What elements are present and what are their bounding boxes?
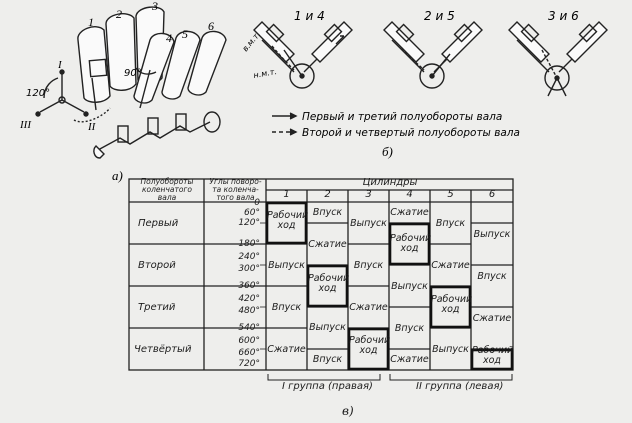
table-grid	[128, 178, 514, 371]
power-box-c2	[306, 264, 349, 308]
phase-c1-2: Выпуск	[268, 260, 305, 271]
angle-v-label: 90°	[124, 68, 142, 79]
cyl-header-6: 6	[488, 189, 496, 200]
angle-240: 240°	[238, 252, 260, 262]
cyl-header-5: 5	[447, 189, 454, 200]
power-box-c1	[265, 201, 308, 245]
header-half-rev-line1: Полуобороты	[140, 177, 194, 186]
power-box-c3	[347, 327, 390, 371]
bank-label-2: II	[87, 121, 97, 133]
cyl-header-2: 2	[324, 189, 331, 200]
angle-660: 660°	[238, 348, 260, 358]
phase-c6-2: Впуск	[477, 271, 507, 282]
caption-b: б)	[382, 144, 393, 159]
period-4: Четвёртый	[134, 344, 192, 355]
header-half-rev-line3: вала	[157, 193, 177, 202]
phase-c4-4: Впуск	[394, 323, 425, 334]
angle-180: 180°	[238, 239, 260, 249]
pair-3-6-diagram	[508, 21, 608, 97]
pair-label-2: 2 и 5	[424, 9, 455, 23]
cyl-header-1: 1	[283, 189, 290, 200]
phase-c1-3: Впуск	[271, 302, 302, 313]
group-right-label: II группа (левая)	[416, 381, 504, 392]
cyl-num-2: 2	[116, 7, 122, 21]
cyl-num-3: 3	[151, 0, 158, 13]
pair-label-1: 1 и 4	[294, 9, 325, 23]
phase-c3-1: Выпуск	[350, 218, 387, 229]
angle-480: 480°	[238, 306, 260, 316]
phase-c3-2: Впуск	[353, 260, 384, 271]
firing-order-table: Полуобороты коленчатого вала Углы поворо…	[128, 178, 514, 371]
bdc-label: н.м.т.	[253, 67, 278, 80]
period-3: Третий	[138, 302, 176, 313]
angle-600: 600°	[238, 336, 260, 346]
angle-420: 420°	[238, 294, 260, 304]
phase-c5-4: Выпуск	[432, 344, 469, 355]
phase-c2-3: Рабочий ход	[308, 273, 350, 294]
bank-label-1: I	[57, 59, 63, 71]
period-2: Второй	[138, 260, 176, 271]
piston-pair-diagrams: 1 и 4 2 и 5 3 и 6 в.м.т. н.м.т. Первый и…	[232, 0, 632, 160]
pair-1-4-diagram	[253, 21, 353, 89]
phase-c5-1: Впуск	[435, 218, 466, 229]
angle-720: 720°	[238, 359, 260, 369]
power-box-c6	[470, 348, 514, 371]
power-box-c4	[388, 222, 431, 266]
phase-c3-3: Сжатие	[349, 302, 388, 313]
cyl-header-4: 4	[406, 189, 413, 200]
angle-300: 300°	[238, 264, 260, 274]
bank-label-3: III	[19, 119, 32, 131]
header-cylinders: Цилиндры	[362, 177, 418, 188]
phase-c4-1: Сжатие	[390, 207, 429, 218]
caption-v: в)	[342, 404, 354, 418]
engine-perspective-svg: 1 2 3 4 5 6 I II III 90° 120° а)	[19, 0, 227, 183]
phase-c1-4: Сжатие	[267, 344, 306, 355]
cyl-num-5: 5	[182, 27, 188, 41]
phase-c2-2: Сжатие	[308, 239, 347, 250]
phase-c6-3: Сжатие	[472, 313, 512, 324]
phase-c1-1: Рабочий ход	[267, 210, 309, 231]
cyl-num-4: 4	[166, 31, 172, 45]
phase-c5-2: Сжатие	[431, 260, 470, 271]
header-half-rev-line2: коленчатого	[142, 185, 192, 194]
phase-c2-5: Впуск	[312, 354, 343, 365]
legend-solid-text: Первый и третий полуобороты вала	[302, 111, 502, 123]
power-box-c5	[429, 285, 472, 329]
header-angles-line3: того вала	[216, 193, 255, 202]
phase-c4-2: Рабочий ход	[390, 233, 432, 254]
angle-120: 120°	[238, 218, 260, 228]
angle-540: 540°	[238, 323, 260, 333]
group-left-label: I группа (правая)	[282, 381, 373, 392]
period-1: Первый	[138, 218, 179, 229]
angle-60: 60°	[244, 208, 260, 218]
pair-label-3: 3 и 6	[548, 9, 579, 23]
header-angles: Углы поворо- та коленча- того вала	[205, 178, 266, 202]
legend-dashed-text: Второй и четвертый полуобороты вала	[302, 127, 520, 139]
pair-2-5-diagram	[383, 21, 483, 89]
group-brackets	[267, 374, 513, 381]
angle-360: 360°	[238, 281, 260, 291]
header-half-rev: Полуобороты коленчатого вала	[130, 178, 204, 202]
phase-c5-3: Рабочий ход	[431, 294, 473, 315]
cyl-num-6: 6	[208, 19, 214, 33]
engine-perspective-diagram: 1 2 3 4 5 6 I II III 90° 120° а)	[0, 0, 250, 185]
phase-c6-1: Выпуск	[473, 229, 511, 240]
caption-a: а)	[112, 168, 123, 183]
header-angles-line2: та коленча-	[212, 185, 259, 194]
phase-c2-4: Выпуск	[309, 322, 346, 333]
header-angles-line1: Углы поворо-	[209, 177, 262, 186]
phase-c4-3: Выпуск	[391, 281, 428, 292]
tdc-label: в.м.т.	[241, 30, 263, 53]
angle-0: 0	[254, 198, 260, 208]
piston-pairs-svg: 1 и 4 2 и 5 3 и 6 в.м.т. н.м.т. Первый и…	[241, 9, 608, 159]
phase-c4-5: Сжатие	[390, 354, 429, 365]
phase-c2-1: Впуск	[312, 207, 343, 218]
angle-crank-label: 120°	[26, 88, 50, 99]
phase-c3-4: Рабочий ход	[349, 335, 391, 356]
phase-c6-4: Рабочий ход	[472, 345, 514, 366]
cyl-header-3: 3	[365, 189, 372, 200]
cyl-num-1: 1	[88, 15, 94, 29]
